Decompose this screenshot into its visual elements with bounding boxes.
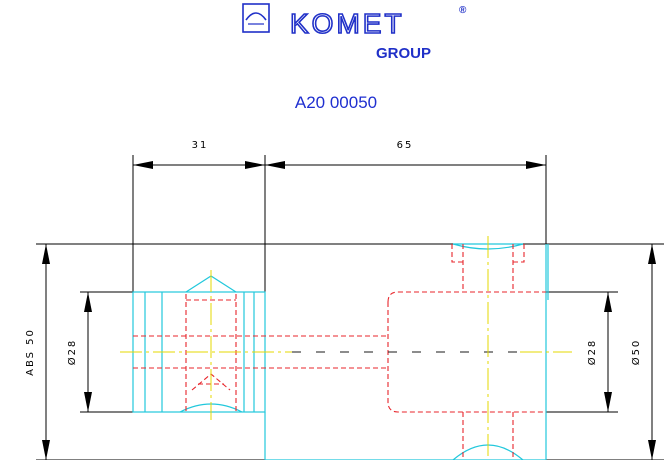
right-dimensions: Ø28 Ø50: [586, 244, 656, 460]
dim-dia-right-outer: Ø50: [630, 339, 642, 366]
part-number: A20 00050: [295, 93, 377, 112]
left-dimensions: ABS 50 Ø28: [25, 244, 92, 460]
dim-length-right: 65: [397, 140, 414, 151]
logo-emblem-icon: [242, 3, 270, 33]
dim-overall-height: ABS 50: [25, 328, 36, 376]
logo-subline: GROUP: [376, 45, 431, 62]
logo-registered-mark: ®: [459, 5, 467, 16]
dim-dia-right-inner: Ø28: [586, 339, 598, 366]
logo-wordmark: KOMET: [290, 8, 405, 39]
center-lines: [120, 236, 572, 460]
hidden-lines: [133, 244, 546, 460]
dim-length-left: 31: [192, 140, 209, 151]
komet-group-logo: KOMET ® GROUP: [242, 3, 467, 62]
dim-dia-left: Ø28: [66, 339, 78, 366]
